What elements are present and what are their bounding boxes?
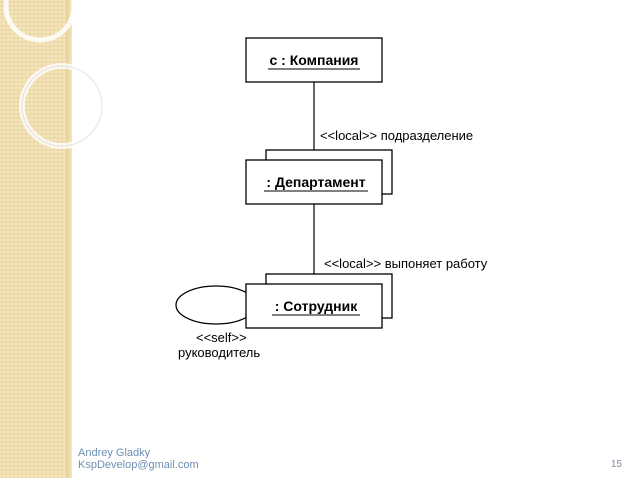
object-employee-label: : Сотрудник bbox=[275, 298, 358, 314]
object-department: : Департамент bbox=[245, 149, 393, 205]
page-number: 15 bbox=[610, 459, 622, 470]
object-department-label: : Департамент bbox=[266, 174, 365, 190]
footer-author: Andrey Gladky bbox=[78, 447, 151, 459]
self-link-loop bbox=[175, 285, 257, 325]
link-label-subdivision: <<local>> подразделение bbox=[320, 128, 473, 143]
object-department-box bbox=[245, 159, 383, 205]
object-company-box bbox=[245, 37, 383, 83]
object-company-label: c : Компания bbox=[270, 52, 359, 68]
object-employee: : Сотрудник bbox=[245, 273, 393, 329]
object-company: c : Компания bbox=[245, 37, 383, 83]
left-band-border bbox=[66, 0, 72, 478]
self-link-stereotype: <<self>> bbox=[196, 330, 247, 345]
object-employee-box bbox=[245, 283, 383, 329]
link-label-performs-work: <<local>> выпоняет работу bbox=[324, 256, 488, 271]
footer-email: KspDevelop@gmail.com bbox=[78, 459, 199, 471]
self-link-role: руководитель bbox=[178, 345, 260, 360]
decorative-circles bbox=[3, 0, 105, 149]
